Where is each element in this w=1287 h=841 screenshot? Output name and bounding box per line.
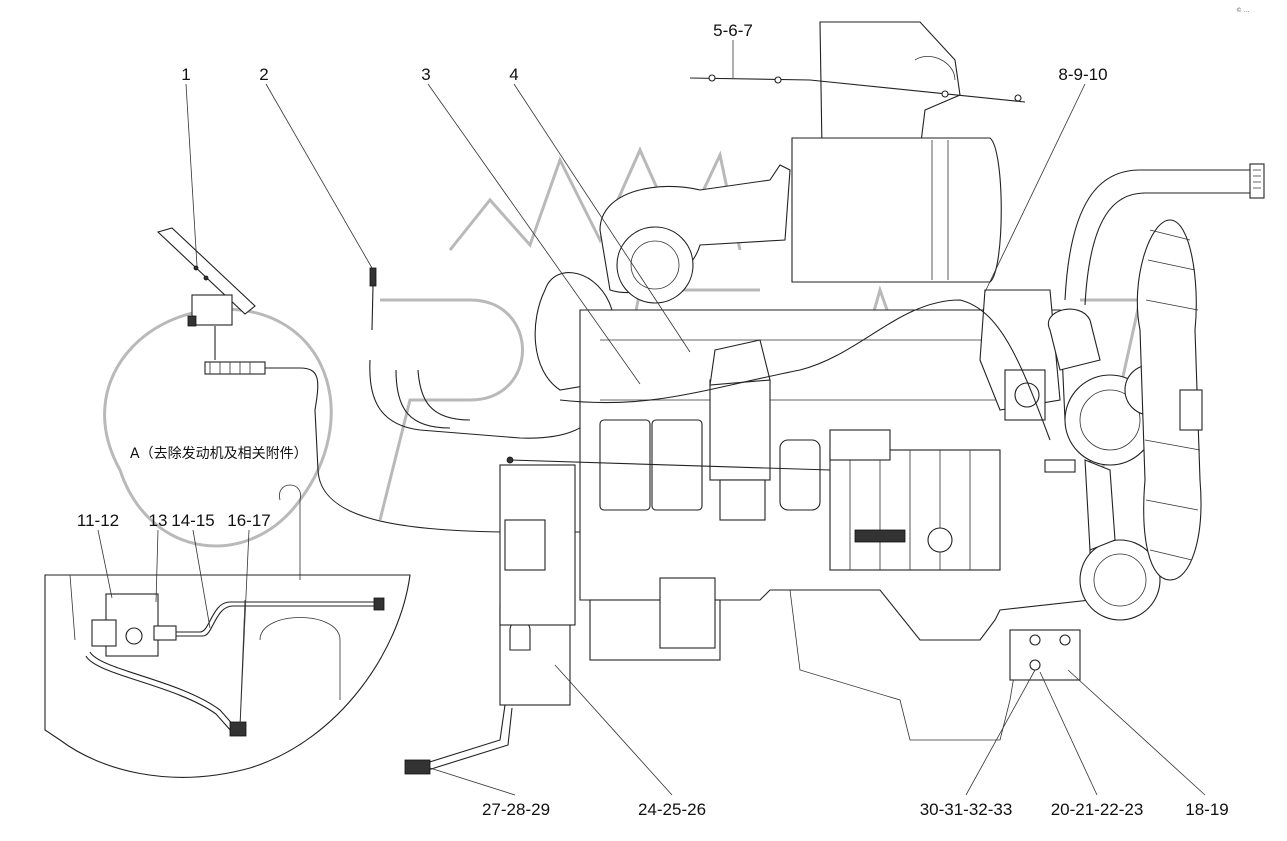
callout-8-9-10: 8-9-10: [1058, 65, 1107, 84]
callout-4: 4: [509, 65, 518, 84]
callout-27-28-29: 27-28-29: [482, 800, 550, 819]
callout-24-25-26: 24-25-26: [638, 800, 706, 819]
pedal-assembly: [156, 227, 600, 533]
callout-20-21-22-23: 20-21-22-23: [1051, 800, 1144, 819]
callout-1: 1: [181, 65, 190, 84]
callout-5-6-7: 5-6-7: [713, 21, 753, 40]
callout-11-12: 11-12: [77, 511, 119, 530]
callout-2: 2: [259, 65, 268, 84]
leader-lines: [97, 40, 1206, 796]
callout-13: 13: [149, 511, 168, 530]
engine: [404, 21, 1265, 775]
callout-18-19: 18-19: [1185, 800, 1228, 819]
callout-30-31-32-33: 30-31-32-33: [920, 800, 1013, 819]
callout-16-17: 16-17: [227, 511, 270, 530]
callouts: 1 2 3 4 5-6-7 8-9-10 11-12 13 14-15 16-1…: [77, 21, 1229, 819]
callout-14-15: 14-15: [171, 511, 214, 530]
view-note: A（去除发动机及相关附件）: [130, 446, 308, 462]
callout-3: 3: [421, 65, 430, 84]
hydraulic-inset: [44, 484, 411, 778]
corner-mark: © ...: [1236, 7, 1250, 14]
